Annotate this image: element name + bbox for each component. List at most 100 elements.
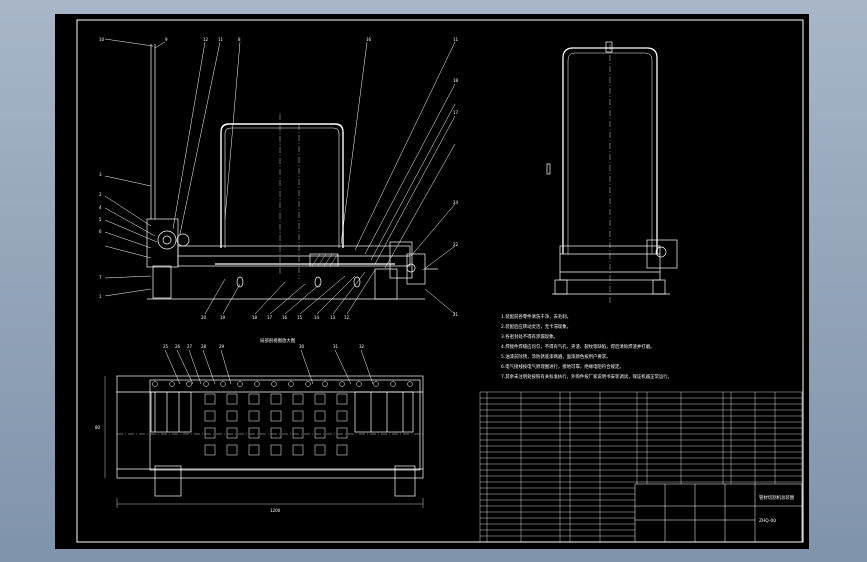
requirement-line: 3.各密封处不得有渗漏现象。 xyxy=(501,333,558,340)
part-label: 11 xyxy=(453,37,459,42)
cutter-block xyxy=(292,410,304,422)
cutter-block xyxy=(292,427,304,439)
part-label: 13 xyxy=(330,315,336,320)
requirement-line: 7.其余未注明处按照有关标准执行，外购件按厂家说明书安装调试，保证机器正常运行。 xyxy=(501,373,672,380)
parts-list-rows xyxy=(480,397,802,537)
bolt xyxy=(390,381,396,387)
requirement-line: 6.电气接线按电气原理图进行，接地可靠，绝缘电阻符合规定。 xyxy=(501,363,624,370)
cutter-block xyxy=(248,393,260,405)
drawing-border xyxy=(76,19,804,543)
cutter-block xyxy=(292,444,304,456)
part-label: 22 xyxy=(453,242,459,247)
part-label: 18 xyxy=(252,315,258,320)
cutter-block xyxy=(204,410,216,422)
requirement-line: 4.焊接件焊缝应均匀，不得有气孔、夹渣、裂纹等缺陷，焊后清除焊渣并打磨。 xyxy=(501,343,654,350)
parts-list xyxy=(479,391,803,543)
part-label: 6 xyxy=(99,229,102,234)
part-label: 32 xyxy=(359,344,365,349)
side-view xyxy=(546,41,678,304)
part-label: 5 xyxy=(99,217,102,222)
plan-view xyxy=(104,349,424,508)
part-label: 25 xyxy=(163,344,169,349)
bolt xyxy=(254,381,260,387)
part-label: 28 xyxy=(201,344,207,349)
bolt xyxy=(237,381,243,387)
part-label: 24 xyxy=(453,200,459,205)
front-view xyxy=(104,38,456,315)
bolt xyxy=(373,381,379,387)
part-label: 19 xyxy=(220,315,226,320)
technical-requirements: 1.装配前各零件清洗干净，去毛刺。 2.装配后应转动灵活，无卡滞现象。 3.各密… xyxy=(501,313,672,380)
part-label: 20 xyxy=(201,315,207,320)
part-label: 17 xyxy=(453,110,459,115)
cutter-block xyxy=(336,427,348,439)
drawing-title: 管材切割机总装图 xyxy=(759,494,795,501)
part-label: 18 xyxy=(453,78,459,83)
bolt xyxy=(356,381,362,387)
cutter-block xyxy=(226,393,238,405)
part-label: 12 xyxy=(344,315,350,320)
part-label: 4 xyxy=(99,205,102,210)
part-label: 26 xyxy=(175,344,181,349)
requirement-line: 1.装配前各零件清洗干净，去毛刺。 xyxy=(501,313,571,320)
part-label: 16 xyxy=(282,315,288,320)
bolt xyxy=(203,381,209,387)
front-view-labels: 10 9 12 11 8 16 11 18 17 3 2 4 5 6 7 1 2… xyxy=(99,37,459,320)
cutter-block xyxy=(314,427,326,439)
part-label: 12 xyxy=(203,37,209,42)
bolt xyxy=(407,381,413,387)
overall-dimension: 1200 xyxy=(270,508,281,513)
cutter-block xyxy=(314,444,326,456)
part-label: 21 xyxy=(453,312,459,317)
bolt xyxy=(339,381,345,387)
cutter-block xyxy=(248,444,260,456)
part-label: 31 xyxy=(333,344,339,349)
bolt xyxy=(220,381,226,387)
requirement-line: 5.油漆前除锈，涂防锈底漆两遍，面漆颜色按用户要求。 xyxy=(501,353,611,360)
cutter-block xyxy=(314,410,326,422)
part-label: 29 xyxy=(219,344,225,349)
part-label: 27 xyxy=(187,344,193,349)
part-label: 9 xyxy=(165,37,168,42)
part-label: 10 xyxy=(99,37,105,42)
cutter-block xyxy=(226,444,238,456)
part-label: 2 xyxy=(99,192,102,197)
part-label: 3 xyxy=(99,172,102,177)
drawing-sheet: 10 9 12 11 8 16 11 18 17 3 2 4 5 6 7 1 2… xyxy=(55,14,809,549)
drawing-number: ZHQ-00 xyxy=(759,518,776,524)
cutter-block xyxy=(336,444,348,456)
cutter-block xyxy=(292,393,304,405)
bolt xyxy=(186,381,192,387)
cutter-block xyxy=(314,393,326,405)
part-label: 1 xyxy=(99,294,102,299)
bolt xyxy=(169,381,175,387)
part-label: 14 xyxy=(314,315,320,320)
cutter-block xyxy=(248,427,260,439)
cutter-block xyxy=(204,427,216,439)
cutter-block xyxy=(270,427,282,439)
bolt-row xyxy=(152,381,413,387)
part-label: 8 xyxy=(238,37,241,42)
cutter-block xyxy=(204,393,216,405)
part-label: 11 xyxy=(218,37,224,42)
cutter-block xyxy=(336,410,348,422)
part-label: 17 xyxy=(267,315,273,320)
side-dimension: 80 xyxy=(95,425,101,430)
part-label: 15 xyxy=(297,315,303,320)
cutter-block xyxy=(226,427,238,439)
cutter-block xyxy=(226,410,238,422)
cutter-block xyxy=(248,410,260,422)
parts-list-columns xyxy=(486,392,776,542)
bolt xyxy=(152,381,158,387)
part-label: 30 xyxy=(299,344,305,349)
cutter-block xyxy=(336,393,348,405)
section-title: 局部剖视图放大图 xyxy=(260,337,296,344)
cutter-block-grid xyxy=(204,393,348,456)
cad-drawing: 10 9 12 11 8 16 11 18 17 3 2 4 5 6 7 1 2… xyxy=(76,19,804,543)
bolt xyxy=(271,381,277,387)
cutter-block xyxy=(270,444,282,456)
cutter-block xyxy=(270,410,282,422)
plan-view-labels: 25 26 27 28 29 30 31 32 xyxy=(163,344,365,349)
requirement-line: 2.装配后应转动灵活，无卡滞现象。 xyxy=(501,323,571,330)
